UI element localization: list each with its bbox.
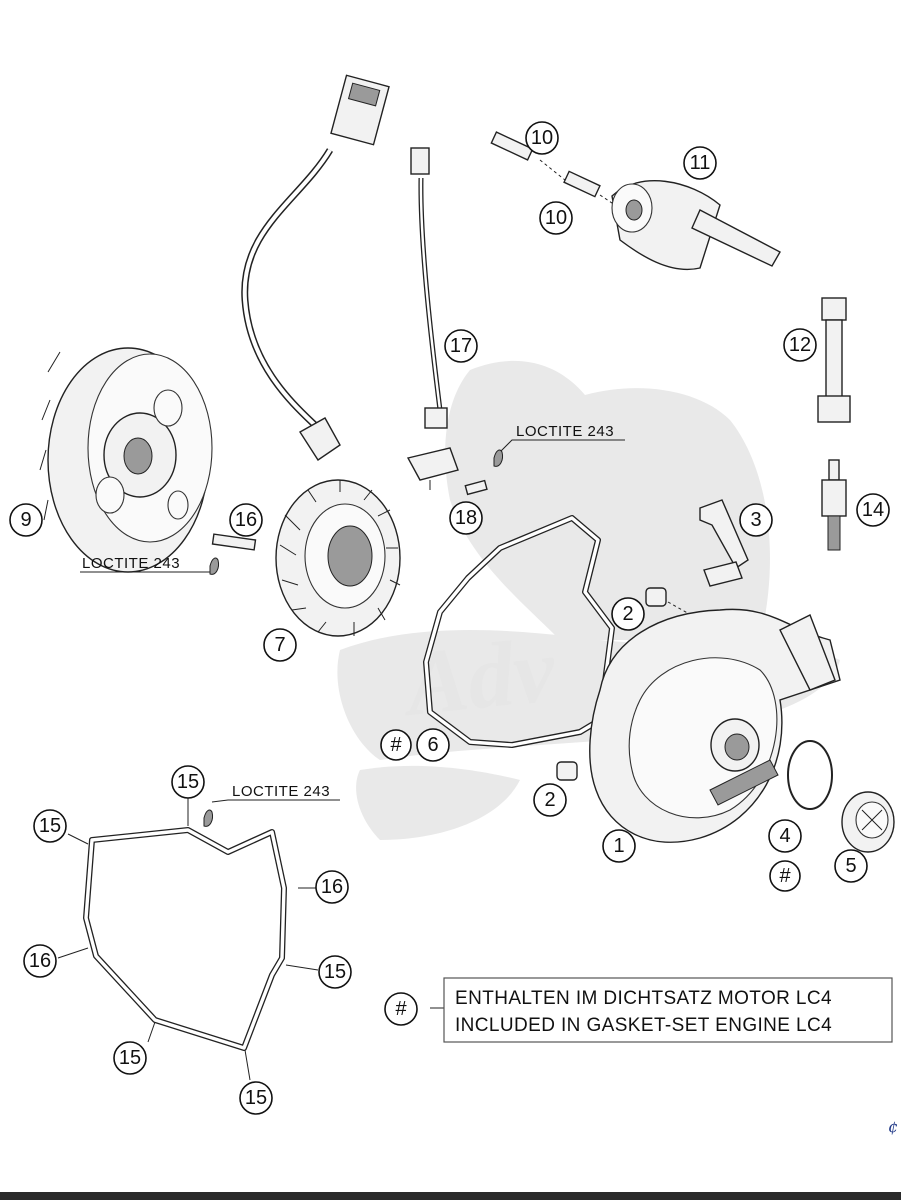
callout-14: 14	[856, 493, 890, 527]
flywheel-rotor	[39, 347, 213, 573]
svg-text:5: 5	[845, 855, 856, 877]
loctite-label-3: LOCTITE 243	[203, 783, 340, 827]
callout-15-bottom: 15	[239, 1081, 273, 1115]
corner-mark: ¢	[888, 1117, 898, 1136]
svg-text:15: 15	[119, 1047, 141, 1069]
svg-text:9: 9	[20, 509, 31, 531]
svg-text:4: 4	[779, 825, 790, 847]
callout-1: 1	[602, 829, 636, 863]
loctite-label-1: LOCTITE 243	[493, 423, 625, 467]
svg-text:15: 15	[39, 815, 61, 837]
o-ring	[787, 740, 833, 810]
svg-text:14: 14	[862, 499, 884, 521]
generator-cover	[589, 608, 841, 843]
stator-bolt	[211, 533, 257, 551]
svg-text:16: 16	[321, 876, 343, 898]
svg-text:6: 6	[427, 734, 438, 756]
loctite-text: LOCTITE 243	[232, 783, 330, 800]
callout-6-hash: #	[380, 729, 412, 761]
bottom-edge-bar	[0, 1192, 901, 1200]
svg-text:10: 10	[545, 207, 567, 229]
note-line-english: INCLUDED IN GASKET-SET ENGINE LC4	[455, 1015, 832, 1036]
leader-lines	[57, 798, 444, 1081]
svg-text:15: 15	[245, 1087, 267, 1109]
svg-text:11: 11	[690, 152, 711, 174]
callout-5: 5	[834, 849, 868, 883]
sensor-assembly	[406, 147, 488, 496]
callout-12: 12	[783, 328, 817, 362]
callout-9: 9	[9, 503, 43, 537]
svg-text:16: 16	[235, 509, 257, 531]
callout-11: 11	[683, 146, 717, 180]
svg-text:17: 17	[450, 335, 472, 357]
dowel-pins	[556, 587, 701, 781]
svg-text:15: 15	[324, 961, 346, 983]
svg-text:2: 2	[622, 603, 633, 625]
svg-text:12: 12	[789, 334, 811, 356]
callout-10-upper: 10	[525, 121, 559, 155]
callout-2-upper: 2	[611, 597, 645, 631]
svg-text:16: 16	[29, 950, 51, 972]
svg-text:15: 15	[177, 771, 199, 793]
screw-plug	[841, 791, 895, 853]
gasket-set-note: # ENTHALTEN IM DICHTSATZ MOTOR LC4 INCLU…	[384, 977, 893, 1043]
loctite-text: LOCTITE 243	[82, 555, 180, 572]
callout-7: 7	[263, 628, 297, 662]
callout-6: 6	[416, 728, 450, 762]
watermark-logo-text: Adv	[396, 618, 560, 736]
svg-text:3: 3	[750, 509, 761, 531]
callout-17: 17	[444, 329, 478, 363]
callout-15-right: 15	[318, 955, 352, 989]
callout-3: 3	[739, 503, 773, 537]
clip-part	[699, 499, 749, 587]
note-hash-callout: #	[384, 992, 418, 1026]
svg-text:7: 7	[274, 634, 285, 656]
svg-text:18: 18	[455, 507, 477, 529]
cover-gasket-inner	[423, 515, 615, 748]
spark-plug	[821, 459, 847, 551]
svg-text:#: #	[390, 734, 402, 756]
callout-16-left: 16	[23, 944, 57, 978]
callout-4-hash: #	[769, 860, 801, 892]
callout-16-right: 16	[315, 870, 349, 904]
svg-text:#: #	[395, 998, 407, 1020]
svg-text:1: 1	[613, 835, 624, 857]
stator-assembly	[241, 74, 401, 637]
note-box	[443, 977, 893, 1043]
callout-18: 18	[449, 501, 483, 535]
loctite-text: LOCTITE 243	[516, 423, 614, 440]
outer-gasket	[83, 827, 287, 1051]
callout-4: 4	[768, 819, 802, 853]
starter-motor-assembly	[490, 131, 781, 271]
callout-10-lower: 10	[539, 201, 573, 235]
callout-2-lower: 2	[533, 783, 567, 817]
callout-16-stator-bolt: 16	[229, 503, 263, 537]
svg-text:#: #	[779, 865, 791, 887]
note-line-german: ENTHALTEN IM DICHTSATZ MOTOR LC4	[455, 988, 832, 1009]
callout-15-top: 15	[171, 765, 205, 799]
svg-text:10: 10	[531, 127, 553, 149]
callout-15-left: 15	[33, 809, 67, 843]
ignition-coil	[817, 297, 851, 423]
loctite-label-2: LOCTITE 243	[80, 555, 219, 575]
svg-text:2: 2	[544, 789, 555, 811]
callout-15-bottom-left: 15	[113, 1041, 147, 1075]
